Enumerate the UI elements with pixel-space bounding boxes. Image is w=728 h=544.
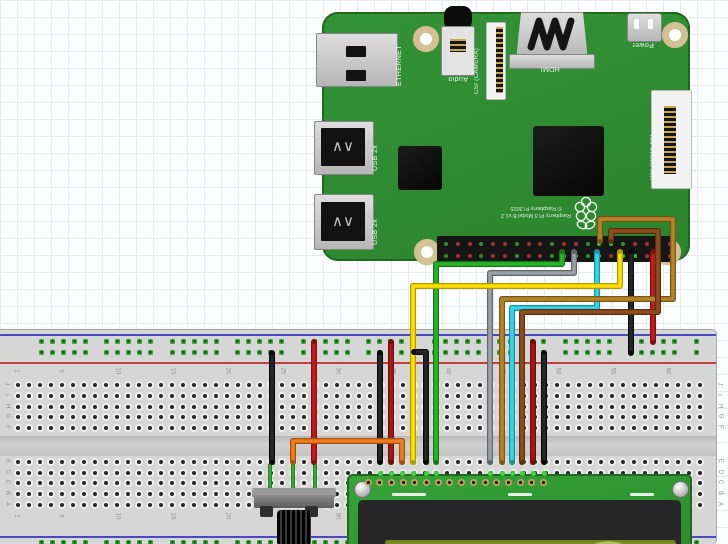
gpio-pin <box>514 242 519 246</box>
audio-jack-body <box>441 26 475 76</box>
gpio-pin <box>491 254 496 258</box>
lcd-silkscreen-dash <box>508 493 532 496</box>
top-rail-positive-line <box>0 362 716 364</box>
gpio-pin <box>538 242 543 246</box>
gpio-pin <box>503 254 507 258</box>
lcd-pin <box>493 479 501 486</box>
usb-pins-glyph: ∧∨ <box>321 202 365 241</box>
wire-black-gpio-to-rail-gnd[interactable] <box>628 249 634 356</box>
gpio-pin <box>467 242 472 246</box>
gpio-pin <box>585 254 590 258</box>
hdmi-port <box>516 12 588 60</box>
gpio-pin <box>444 254 448 258</box>
gpio-pin <box>550 242 555 246</box>
lcd-pin <box>504 479 512 486</box>
wire-black-rail-to-lcd-vss[interactable] <box>377 350 383 465</box>
top-rail-negative-line <box>0 334 716 336</box>
csi-connector <box>486 22 506 100</box>
pot-tab-right <box>305 506 318 517</box>
pot-leg-3 <box>313 463 317 490</box>
gpio-pin <box>632 242 637 246</box>
gpio-pin <box>609 254 614 258</box>
usb-port-bottom: ∧∨ <box>314 194 374 250</box>
gpio-pin <box>455 242 460 246</box>
pot-shaft <box>277 510 311 544</box>
hdmi-flange <box>509 54 595 69</box>
gpio-pin <box>585 242 590 246</box>
wire-black-rail-to-lcd-led-minus[interactable] <box>541 350 547 465</box>
lcd-display[interactable] <box>347 474 692 544</box>
gpio-pin <box>644 254 649 258</box>
wire-black-rail-to-pot[interactable] <box>269 350 275 465</box>
soc-chip <box>533 126 604 196</box>
gpio-pin <box>597 242 602 246</box>
wire-orange-pot-wiper-to-lcd-v0[interactable] <box>290 438 405 465</box>
pot-leg-2 <box>291 463 295 490</box>
gpio-pin <box>491 242 496 246</box>
gpio-pin <box>538 254 543 258</box>
lcd-pin <box>516 479 524 486</box>
gpio-pin <box>455 254 460 258</box>
breadboard-divider <box>0 436 716 456</box>
wire-goldenrod-gpio-to-lcd-d5[interactable] <box>499 216 676 465</box>
usb-port-top: ∧∨ <box>314 121 374 175</box>
raspberry-pi-logo-icon <box>574 196 598 230</box>
gpio-pin <box>444 242 448 246</box>
gpio-pin <box>644 242 649 246</box>
gpio-pin <box>479 254 484 258</box>
gpio-pin <box>573 242 578 246</box>
gpio-pin <box>503 242 507 246</box>
wire-brown-gpio-to-lcd-d7[interactable] <box>519 228 661 465</box>
lcd-silkscreen-dash <box>630 493 654 496</box>
wire-yellow-gpio-to-lcd-rs[interactable] <box>410 249 623 465</box>
wire-red-rail-to-pot[interactable] <box>311 339 317 465</box>
hdmi-pins-glyph <box>527 17 575 51</box>
lcd-pin <box>434 479 442 486</box>
gpio-pin <box>514 254 519 258</box>
pot-tab-left <box>260 506 273 517</box>
gpio-pin <box>526 254 531 258</box>
pot-leg-1 <box>268 463 272 490</box>
wire-red-rail-to-lcd-led-plus[interactable] <box>530 339 536 465</box>
lcd-bezel <box>358 500 681 544</box>
mounting-hole <box>662 22 688 48</box>
gpio-pin <box>621 242 625 246</box>
mounting-hole <box>413 26 439 52</box>
gpio-pin <box>609 242 614 246</box>
dsi-connector <box>651 90 692 189</box>
lcd-pin <box>469 479 477 486</box>
gpio-pin <box>467 254 472 258</box>
usb-controller-chip <box>398 146 442 190</box>
usb-pins-glyph: ∧∨ <box>321 128 365 166</box>
raspberry-pi-board[interactable]: ETHERNET ∧∨ USB 2x ∧∨ USB 2x Audio CSI (… <box>314 6 692 265</box>
ethernet-port <box>316 33 398 87</box>
lcd-pin <box>540 479 547 486</box>
gpio-pin <box>632 254 637 258</box>
mounting-hole <box>414 239 440 265</box>
gpio-pin <box>479 242 484 246</box>
gpio-pin <box>562 242 566 246</box>
gpio-pin <box>526 242 531 246</box>
lcd-pin <box>446 479 454 486</box>
gpio-pin <box>550 254 555 258</box>
power-port <box>627 13 662 42</box>
lcd-pin <box>458 479 466 486</box>
lcd-pin <box>481 479 489 486</box>
lcd-pin <box>528 479 536 486</box>
lcd-silkscreen-dash <box>392 493 426 496</box>
wire-red-rail-to-lcd-vdd[interactable] <box>388 339 394 465</box>
